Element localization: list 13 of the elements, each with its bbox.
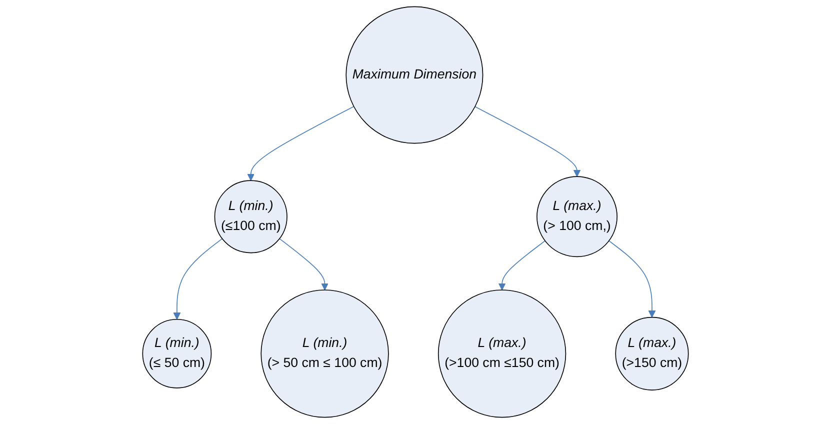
node-circle: L (min.) (≤ 50 cm) <box>142 318 212 388</box>
node-circle: L (min.) (> 50 cm ≤ 100 cm) <box>260 290 389 418</box>
arrow <box>173 238 223 320</box>
node-circle: L (min.) (≤100 cm) <box>214 180 288 254</box>
node-circle: L (max.) (>100 cm ≤150 cm) <box>438 290 566 418</box>
arrow <box>474 106 581 177</box>
node-circle: Maximum Dimension <box>346 6 484 144</box>
arrow <box>608 240 656 318</box>
arrow <box>498 240 546 290</box>
node-circle: L (max.) (> 100 cm,) <box>536 176 618 258</box>
node-circle: L (max.) (>150 cm) <box>615 316 689 390</box>
arrow <box>247 106 354 181</box>
arrow <box>279 238 328 290</box>
